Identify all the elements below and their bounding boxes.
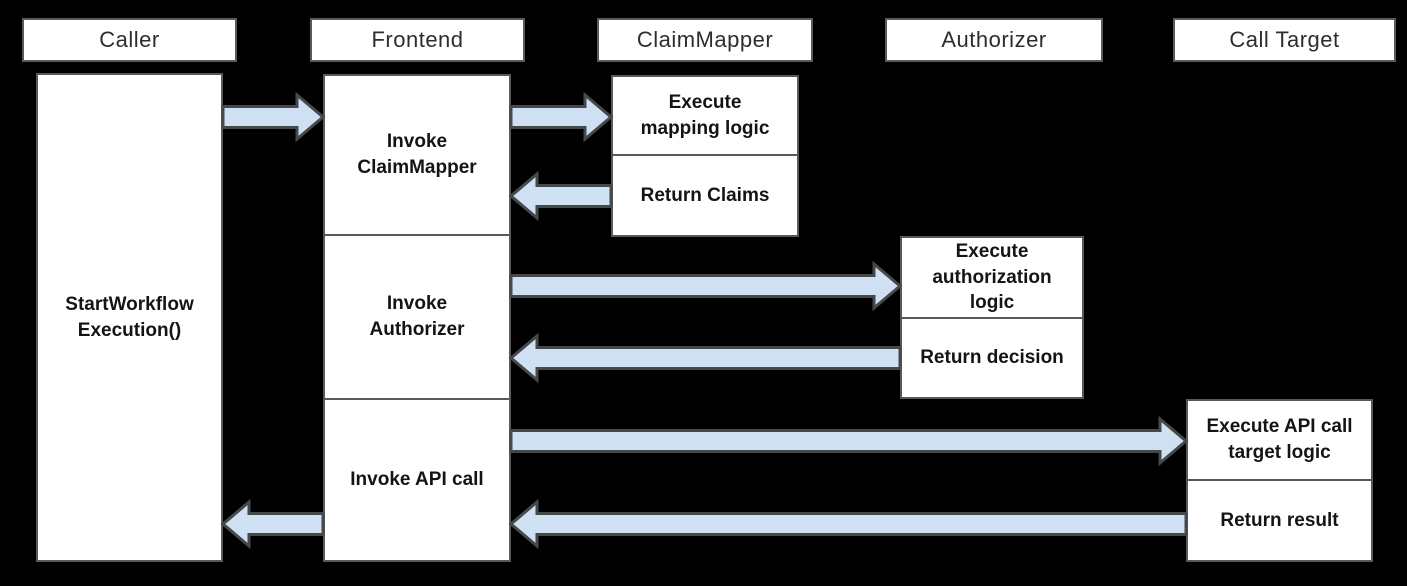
message-label: Invoke Authorizer (369, 293, 465, 340)
message-label: Execute API call target logic (1206, 416, 1353, 463)
message-cell-invoke-claimmapper: Invoke ClaimMapper (325, 76, 509, 236)
participant-header-claimmapper: ClaimMapper (597, 18, 813, 62)
message-cell-execute-mapping-logic: Execute mapping logic (613, 77, 797, 156)
arrow-caller-to-frontend (221, 91, 326, 143)
participant-label: Caller (99, 27, 160, 52)
arrow-claimmapper-return (508, 170, 613, 222)
participant-header-authorizer: Authorizer (885, 18, 1103, 62)
message-label: Return decision (920, 347, 1064, 369)
arrow-frontend-to-calltarget (509, 415, 1189, 467)
message-cell-invoke-api-call: Invoke API call (325, 400, 509, 560)
arrow-frontend-to-authorizer (509, 260, 903, 312)
activation-caller: StartWorkflow Execution() (36, 73, 223, 562)
participant-label: Authorizer (941, 27, 1047, 52)
message-cell-return-claims: Return Claims (613, 156, 797, 235)
message-cell-invoke-authorizer: Invoke Authorizer (325, 236, 509, 400)
participant-header-frontend: Frontend (310, 18, 525, 62)
message-label: Invoke API call (350, 469, 484, 491)
participant-header-caller: Caller (22, 18, 237, 62)
message-label: Return result (1220, 509, 1339, 531)
message-label: Invoke ClaimMapper (357, 131, 477, 178)
message-cell-return-result: Return result (1188, 481, 1371, 560)
activation-frontend: Invoke ClaimMapper Invoke Authorizer Inv… (323, 74, 511, 562)
message-cell-execute-authorization-logic: Execute authorization logic (902, 238, 1082, 319)
message-cell-execute-api-call-target-logic: Execute API call target logic (1188, 401, 1371, 481)
participant-label: Frontend (371, 27, 464, 52)
message-cell-return-decision: Return decision (902, 319, 1082, 397)
participant-label: ClaimMapper (636, 27, 774, 52)
activation-calltarget: Execute API call target logic Return res… (1186, 399, 1373, 562)
message-label: Execute authorization logic (932, 241, 1052, 314)
activation-claimmapper: Execute mapping logic Return Claims (611, 75, 799, 237)
message-cell-startworkflowexecution: StartWorkflow Execution() (38, 75, 221, 560)
message-label: Execute mapping logic (640, 91, 770, 139)
arrow-authorizer-return (508, 332, 902, 384)
activation-authorizer: Execute authorization logic Return decis… (900, 236, 1084, 399)
participant-header-calltarget: Call Target (1173, 18, 1396, 62)
arrow-frontend-to-caller-return (220, 498, 325, 550)
participant-label: Call Target (1229, 27, 1340, 52)
arrow-frontend-to-claimmapper (509, 91, 614, 143)
arrow-calltarget-return (508, 498, 1188, 550)
message-label: StartWorkflow Execution() (65, 293, 194, 341)
message-label: Return Claims (640, 184, 770, 206)
